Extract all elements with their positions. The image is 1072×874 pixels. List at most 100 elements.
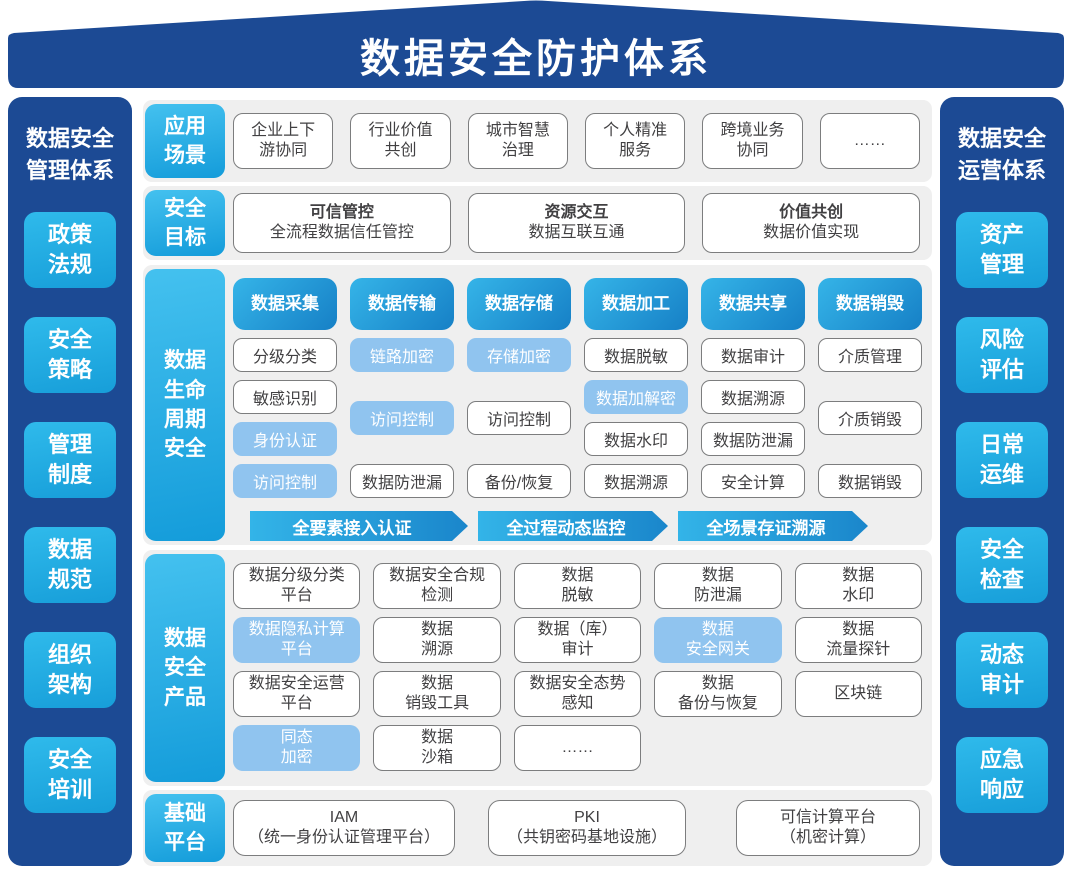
lifecycle-column-storage: 数据存储 存储加密 访问控制 备份/恢复 <box>467 278 571 498</box>
section-data-security-products: 数据 安全 产品 数据分级分类 平台 数据安全合规 检测 数据 脱敏 数据 防泄… <box>143 550 932 786</box>
section-label-basic-platform: 基础 平台 <box>145 794 225 862</box>
sidebar-item-asset-management: 资产 管理 <box>956 211 1048 288</box>
goal-subtitle: 数据互联互通 <box>528 224 625 241</box>
lifecycle-item: 访问控制 <box>350 401 454 435</box>
lifecycle-item: 访问控制 <box>233 464 337 498</box>
scenario-box: 城市智慧 治理 <box>467 113 568 169</box>
sidebar-item-org-structure: 组织 架构 <box>24 631 116 708</box>
scenario-box: 跨境业务 协同 <box>702 113 803 169</box>
flow-arrow-dynamic-monitoring: 全过程动态监控 <box>478 511 668 541</box>
sidebar-item-data-standards: 数据 规范 <box>24 526 116 603</box>
goal-box-resource-exchange: 资源交互 数据互联互通 <box>467 193 686 253</box>
goal-box-trusted-control: 可信管控 全流程数据信任管控 <box>233 193 451 253</box>
lifecycle-item: 敏感识别 <box>233 380 337 414</box>
lifecycle-column-destruction: 数据销毁 介质管理 介质销毁 数据销毁 <box>818 278 922 498</box>
lifecycle-item: 安全计算 <box>701 464 805 498</box>
lifecycle-item: 存储加密 <box>467 338 571 372</box>
product-box: 数据 沙箱 <box>373 725 501 771</box>
lifecycle-stage-header: 数据销毁 <box>818 278 922 330</box>
product-box: 数据 备份与恢复 <box>654 671 782 717</box>
lifecycle-item: 介质销毁 <box>818 401 922 435</box>
sidebar-item-risk-assessment: 风险 评估 <box>956 316 1048 393</box>
sidebar-operations-system: 数据安全 运营体系 资产 管理 风险 评估 日常 运维 安全 检查 动态 审计 … <box>940 97 1064 866</box>
scenario-box-more: …… <box>819 113 920 169</box>
product-box: 数据（库） 审计 <box>513 617 642 663</box>
section-data-lifecycle-security: 数据 生命 周期 安全 数据采集 分级分类 敏感识别 身份认证 访问控制 数据传… <box>143 265 932 545</box>
scenario-box: 企业上下 游协同 <box>233 113 334 169</box>
lifecycle-item: 数据销毁 <box>818 464 922 498</box>
lifecycle-item: 访问控制 <box>467 401 571 435</box>
lifecycle-item: 分级分类 <box>233 338 337 372</box>
lifecycle-column-collection: 数据采集 分级分类 敏感识别 身份认证 访问控制 <box>233 278 337 498</box>
sidebar-left-title: 数据安全 管理体系 <box>25 126 114 183</box>
sidebar-item-daily-ops: 日常 运维 <box>956 421 1048 498</box>
scenario-box: 行业价值 共创 <box>350 113 451 169</box>
lifecycle-item: 数据溯源 <box>584 464 688 498</box>
section-label-security-goals: 安全 目标 <box>145 190 225 256</box>
lifecycle-item: 数据水印 <box>584 422 688 456</box>
section-label-products: 数据 安全 产品 <box>145 554 225 782</box>
lifecycle-item: 数据审计 <box>701 338 805 372</box>
product-box: 区块链 <box>794 671 922 717</box>
lifecycle-item: 数据加解密 <box>584 380 688 414</box>
section-label-application-scenarios: 应用 场景 <box>145 104 225 178</box>
lifecycle-stage-header: 数据存储 <box>467 278 571 330</box>
goal-title: 可信管控 <box>309 204 374 221</box>
lifecycle-column-transfer: 数据传输 链路加密 访问控制 数据防泄漏 <box>350 278 454 498</box>
lifecycle-stage-header: 数据共享 <box>701 278 805 330</box>
goal-subtitle: 全流程数据信任管控 <box>269 224 414 241</box>
sidebar-item-dynamic-audit: 动态 审计 <box>956 631 1048 708</box>
product-box: 数据 防泄漏 <box>654 563 782 609</box>
lifecycle-stage-header: 数据采集 <box>233 278 337 330</box>
product-box-more: …… <box>513 725 642 771</box>
lifecycle-item: 介质管理 <box>818 338 922 372</box>
product-box: 数据 溯源 <box>373 617 501 663</box>
sidebar-right-title: 数据安全 运营体系 <box>957 126 1046 183</box>
sidebar-management-system: 数据安全 管理体系 政策 法规 安全 策略 管理 制度 数据 规范 组织 架构 … <box>8 97 132 866</box>
page-title: 数据安全防护体系 <box>360 37 712 81</box>
platform-box-pki: PKI （共钥密码基地设施） <box>488 800 686 856</box>
product-box-privacy-computing: 数据隐私计算 平台 <box>233 617 361 663</box>
lifecycle-item: 数据溯源 <box>701 380 805 414</box>
lifecycle-item: 身份认证 <box>233 422 337 456</box>
section-application-scenarios: 应用 场景 企业上下 游协同 行业价值 共创 城市智慧 治理 个人精准 服务 跨… <box>143 100 932 182</box>
lifecycle-item: 数据脱敏 <box>584 338 688 372</box>
product-box: 数据 水印 <box>794 563 922 609</box>
sidebar-item-policy-regulation: 政策 法规 <box>24 211 116 288</box>
product-box: 数据分级分类 平台 <box>233 563 361 609</box>
sidebar-item-security-strategy: 安全 策略 <box>24 316 116 393</box>
product-box: 数据 流量探针 <box>794 617 922 663</box>
product-box: 数据 脱敏 <box>513 563 642 609</box>
sidebar-item-emergency-response: 应急 响应 <box>956 736 1048 813</box>
lifecycle-column-sharing: 数据共享 数据审计 数据溯源 数据防泄漏 安全计算 <box>701 278 805 498</box>
flow-arrow-access-authentication: 全要素接入认证 <box>250 511 468 541</box>
product-box-homomorphic-encryption: 同态 加密 <box>233 725 361 771</box>
section-basic-platform: 基础 平台 IAM （统一身份认证管理平台） PKI （共钥密码基地设施） 可信… <box>143 790 932 866</box>
lifecycle-item: 备份/恢复 <box>467 464 571 498</box>
lifecycle-item: 数据防泄漏 <box>701 422 805 456</box>
goal-title: 价值共创 <box>779 204 844 221</box>
goal-subtitle: 数据价值实现 <box>763 224 860 241</box>
sidebar-item-security-check: 安全 检查 <box>956 526 1048 603</box>
scenario-box: 个人精准 服务 <box>584 113 686 169</box>
lifecycle-stage-header: 数据加工 <box>584 278 688 330</box>
product-box: 数据安全态势 感知 <box>513 671 642 717</box>
lifecycle-column-processing: 数据加工 数据脱敏 数据加解密 数据水印 数据溯源 <box>584 278 688 498</box>
sidebar-item-management-rules: 管理 制度 <box>24 421 116 498</box>
section-security-goals: 安全 目标 可信管控 全流程数据信任管控 资源交互 数据互联互通 价值共创 数据… <box>143 186 932 260</box>
sidebar-item-security-training: 安全 培训 <box>24 736 116 813</box>
goal-title: 资源交互 <box>544 204 609 221</box>
product-box: 数据安全运营 平台 <box>233 671 361 717</box>
product-box-security-gateway: 数据 安全网关 <box>654 617 782 663</box>
platform-box-trusted-computing: 可信计算平台 （机密计算） <box>736 800 920 856</box>
product-grid-empty-cell <box>795 725 922 771</box>
product-box: 数据安全合规 检测 <box>373 563 501 609</box>
section-label-data-lifecycle: 数据 生命 周期 安全 <box>145 269 225 541</box>
flow-arrow-evidence-tracing: 全场景存证溯源 <box>678 511 868 541</box>
banner-shape <box>8 0 1064 88</box>
product-box: 数据 销毁工具 <box>373 671 501 717</box>
product-grid-empty-cell <box>654 725 781 771</box>
lifecycle-item: 数据防泄漏 <box>350 464 454 498</box>
lifecycle-stage-header: 数据传输 <box>350 278 454 330</box>
